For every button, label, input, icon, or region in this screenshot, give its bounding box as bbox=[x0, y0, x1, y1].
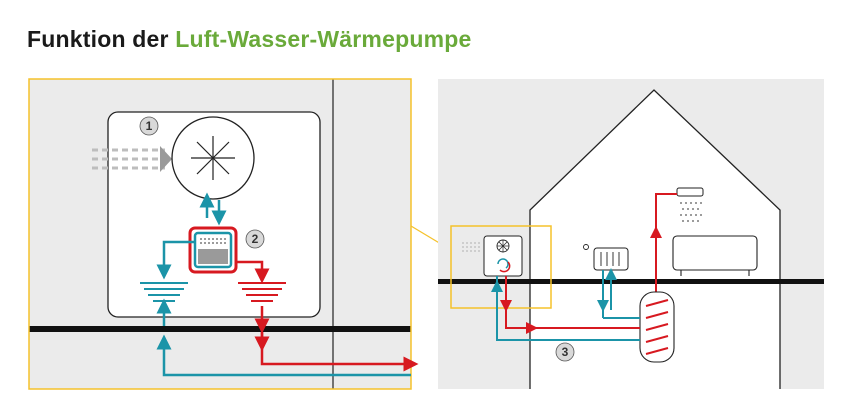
marker-2: 2 bbox=[245, 229, 265, 249]
bathtub-icon bbox=[672, 235, 758, 276]
marker-1-label: 1 bbox=[146, 119, 153, 133]
warm-radiator-icon bbox=[238, 282, 286, 302]
house-ground-line bbox=[438, 279, 824, 284]
detail-panel: 1 2 bbox=[28, 78, 419, 390]
heat-exchanger-icon bbox=[188, 226, 238, 274]
fan-icon bbox=[171, 116, 255, 200]
house-panel: 3 bbox=[438, 79, 824, 389]
marker-3: 3 bbox=[555, 342, 575, 362]
ground-line bbox=[29, 326, 411, 332]
radiator-icon bbox=[583, 244, 629, 271]
storage-tank-icon bbox=[639, 291, 675, 363]
marker-1: 1 bbox=[139, 116, 159, 136]
title-highlight: Luft-Wasser-Wärmepumpe bbox=[175, 26, 472, 52]
air-arrowhead-icon bbox=[160, 146, 172, 172]
air-intake-icon bbox=[92, 148, 165, 170]
title-prefix: Funktion der bbox=[27, 26, 176, 52]
shower-icon bbox=[676, 187, 704, 222]
marker-2-label: 2 bbox=[252, 232, 259, 246]
outdoor-unit-small-icon bbox=[462, 235, 523, 277]
page-title: Funktion der Luft-Wasser-Wärmepumpe bbox=[27, 26, 471, 53]
marker-3-label: 3 bbox=[562, 345, 569, 359]
detail-frame bbox=[28, 78, 412, 390]
